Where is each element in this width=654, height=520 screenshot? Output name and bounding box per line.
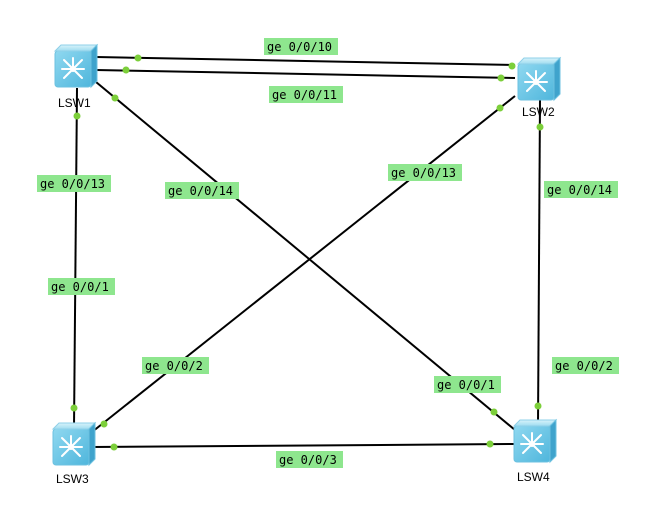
cables [73, 56, 541, 448]
port-dot [536, 123, 544, 131]
cable-lsw2-lsw3[interactable] [91, 95, 516, 433]
link-labels: ge 0/0/10 ge 0/0/11 ge 0/0/13 ge 0/0/1 g… [37, 38, 619, 468]
port-dot [496, 104, 504, 112]
svg-text:ge 0/0/2: ge 0/0/2 [555, 359, 613, 373]
port-label-lsw4-ge002: ge 0/0/2 [552, 357, 619, 374]
switch-icon [54, 44, 98, 88]
port-dot [134, 54, 142, 62]
switch-icon [513, 419, 557, 463]
port-dot [122, 66, 130, 74]
device-label: LSW3 [56, 472, 89, 486]
port-label-lsw2-ge0014: ge 0/0/14 [544, 181, 618, 198]
port-dot [111, 94, 119, 102]
cable-lsw1-lsw2-a[interactable] [95, 56, 516, 66]
port-dot [497, 74, 505, 82]
svg-text:ge 0/0/1: ge 0/0/1 [51, 280, 109, 294]
port-dot [490, 408, 498, 416]
svg-text:ge 0/0/3: ge 0/0/3 [279, 453, 337, 467]
cable-lsw1-lsw3[interactable] [73, 87, 78, 429]
switch-icon [52, 422, 96, 466]
port-dot [486, 440, 494, 448]
cable-lsw2-lsw4[interactable] [537, 99, 541, 426]
device-label: LSW4 [517, 470, 550, 484]
port-label-lsw4-ge003: ge 0/0/3 [276, 451, 343, 468]
svg-text:ge 0/0/13: ge 0/0/13 [40, 177, 105, 191]
port-dot [110, 443, 118, 451]
svg-text:ge 0/0/10: ge 0/0/10 [267, 40, 332, 54]
port-label-lsw3-ge001: ge 0/0/1 [48, 278, 115, 295]
svg-text:ge 0/0/13: ge 0/0/13 [391, 166, 456, 180]
port-label-lsw1-ge0013: ge 0/0/13 [37, 175, 111, 192]
port-dots [70, 54, 544, 451]
port-dot [70, 404, 78, 412]
svg-text:ge 0/0/11: ge 0/0/11 [272, 88, 337, 102]
svg-text:ge 0/0/2: ge 0/0/2 [145, 359, 203, 373]
device-lsw1[interactable]: LSW1 [54, 44, 98, 110]
cable-lsw3-lsw4[interactable] [91, 443, 516, 448]
svg-text:ge 0/0/14: ge 0/0/14 [168, 184, 233, 198]
port-label-lsw4-ge001: ge 0/0/1 [434, 376, 501, 393]
port-label-lsw1-ge0010: ge 0/0/10 [264, 38, 338, 55]
svg-text:ge 0/0/14: ge 0/0/14 [547, 183, 612, 197]
device-label: LSW1 [58, 96, 91, 110]
port-dot [508, 62, 516, 70]
cable-lsw1-lsw2-b[interactable] [95, 69, 516, 79]
port-label-lsw1-ge0014: ge 0/0/14 [165, 182, 239, 199]
port-label-lsw1-ge0011: ge 0/0/11 [269, 86, 343, 103]
port-label-lsw2-ge0013: ge 0/0/13 [388, 164, 462, 181]
switch-icon [517, 57, 561, 101]
cable-lsw1-lsw4[interactable] [95, 81, 516, 431]
port-label-lsw3-ge002: ge 0/0/2 [142, 357, 209, 374]
device-label: LSW2 [522, 105, 555, 119]
port-dot [100, 420, 108, 428]
device-lsw4[interactable]: LSW4 [513, 419, 557, 484]
device-lsw3[interactable]: LSW3 [52, 422, 96, 486]
port-dot [534, 402, 542, 410]
port-dot [73, 112, 81, 120]
svg-text:ge 0/0/1: ge 0/0/1 [437, 378, 495, 392]
device-lsw2[interactable]: LSW2 [517, 57, 561, 119]
